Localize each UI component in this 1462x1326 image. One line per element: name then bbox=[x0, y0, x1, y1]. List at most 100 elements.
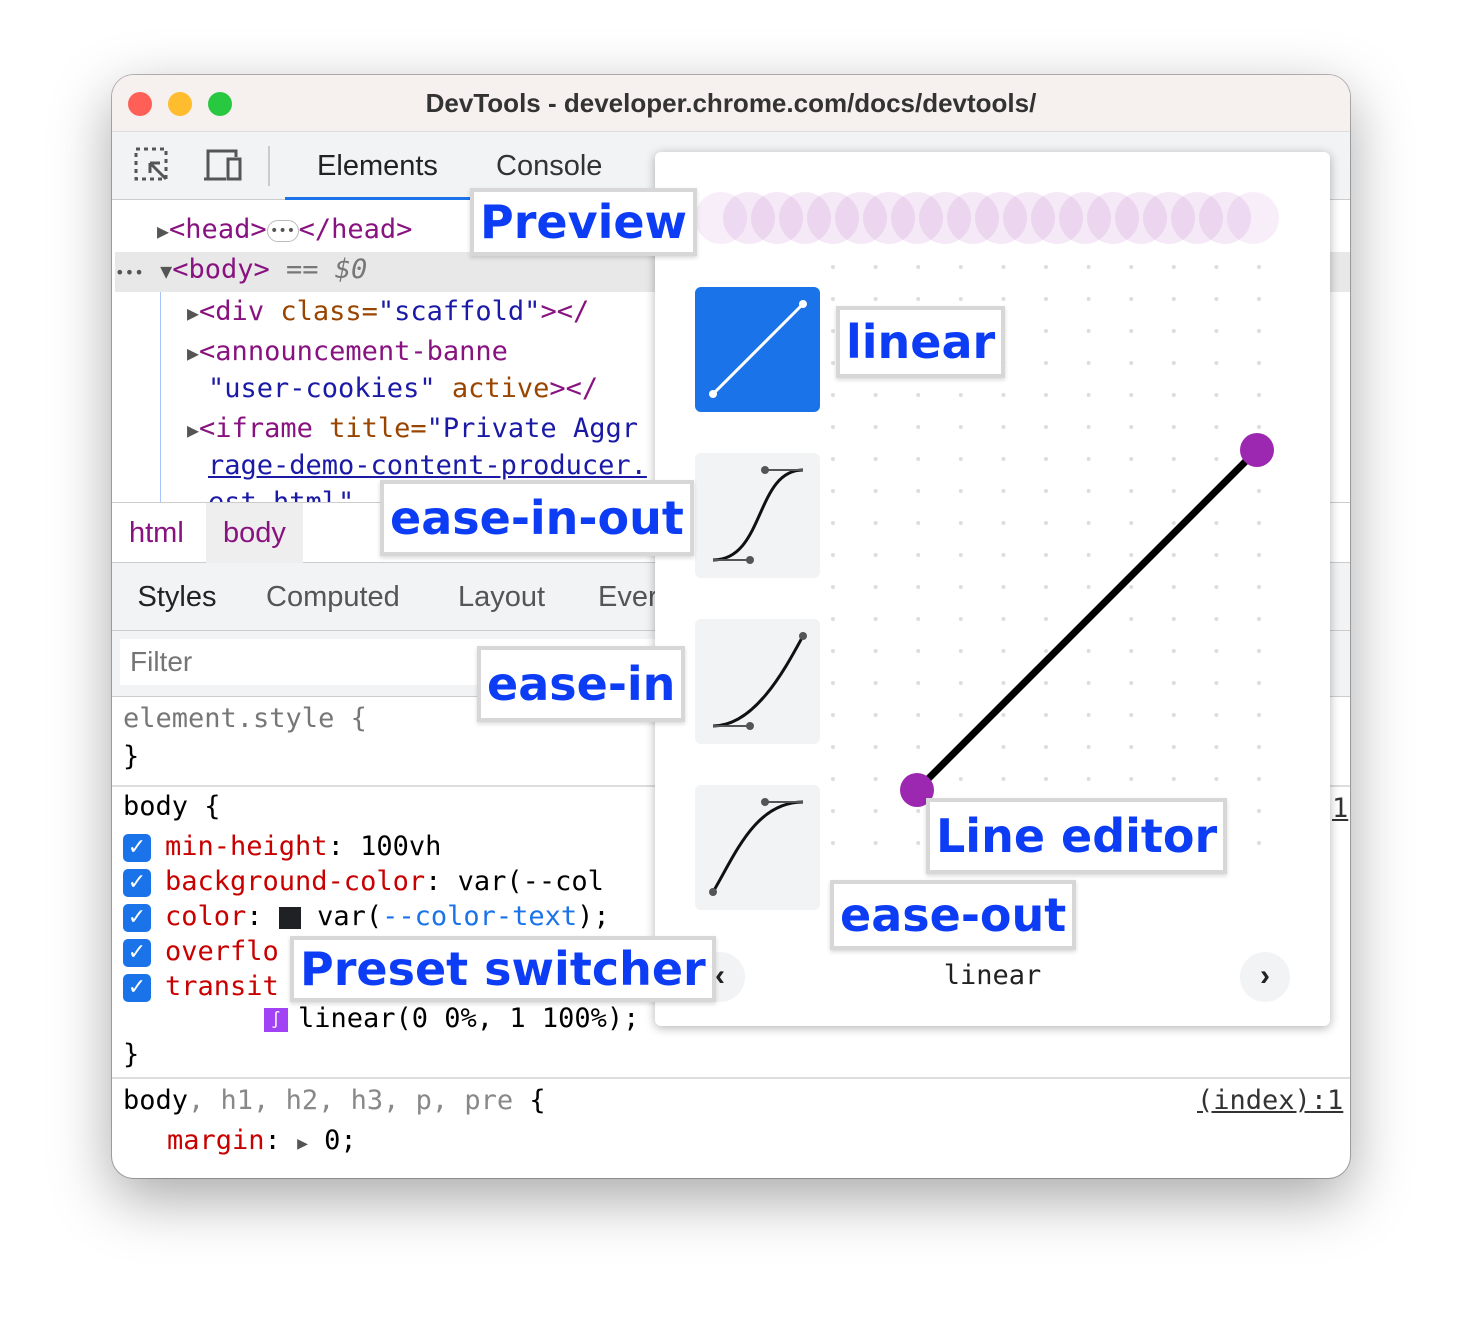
close-button[interactable] bbox=[128, 92, 152, 116]
grid-dot bbox=[831, 329, 835, 333]
grid-dot bbox=[1001, 745, 1006, 749]
preview-dot bbox=[1227, 192, 1279, 244]
grid-dot bbox=[1044, 617, 1048, 621]
breadcrumb-body[interactable]: body bbox=[206, 503, 303, 563]
grid-dot bbox=[958, 425, 963, 429]
control-point[interactable] bbox=[900, 773, 934, 807]
grid-dot bbox=[831, 265, 835, 269]
title-bar: DevTools - developer.chrome.com/docs/dev… bbox=[112, 75, 1350, 132]
grid-dot bbox=[1086, 457, 1091, 461]
grid-dot bbox=[831, 841, 835, 845]
color-swatch[interactable] bbox=[278, 906, 301, 929]
grid-dot bbox=[1214, 713, 1219, 717]
prop-color[interactable]: ✓color: var(--color-text); bbox=[123, 901, 610, 932]
grid-dot bbox=[1171, 777, 1176, 781]
grid-dot bbox=[1044, 585, 1048, 589]
prop-background-color[interactable]: ✓background-color: var(--col bbox=[123, 866, 604, 897]
grid-dot bbox=[958, 649, 963, 653]
grid-dot bbox=[1129, 617, 1134, 621]
tree-node-head[interactable]: ▶<head>•••</head> bbox=[157, 214, 413, 245]
preset-ease-out[interactable] bbox=[695, 785, 820, 910]
tree-node-announcement[interactable]: ▶<announcement-banne bbox=[187, 336, 508, 367]
grid-dot bbox=[916, 745, 921, 749]
checkbox[interactable]: ✓ bbox=[123, 833, 151, 862]
preset-linear[interactable] bbox=[695, 287, 820, 412]
prop-min-height[interactable]: ✓min-height: 100vh bbox=[123, 831, 441, 862]
line-editor[interactable] bbox=[825, 262, 1305, 902]
grid-dot bbox=[958, 777, 963, 781]
ease-out-curve-icon bbox=[709, 798, 804, 896]
tab-elements[interactable]: Elements bbox=[285, 132, 470, 200]
preset-ease-in[interactable] bbox=[695, 619, 820, 744]
grid-dot bbox=[831, 809, 835, 813]
grid-dot bbox=[873, 425, 878, 429]
checkbox[interactable]: ✓ bbox=[123, 903, 151, 932]
grid-dot bbox=[1214, 457, 1219, 461]
grid-dot bbox=[1257, 617, 1261, 621]
grid-dot bbox=[1257, 553, 1261, 557]
tab-computed[interactable]: Computed bbox=[266, 581, 400, 613]
checkbox[interactable]: ✓ bbox=[123, 973, 151, 1002]
device-toolbar-icon[interactable] bbox=[202, 147, 244, 183]
tab-styles[interactable]: Styles bbox=[112, 563, 242, 634]
grid-dot bbox=[1001, 777, 1006, 781]
preview-dot bbox=[863, 192, 915, 244]
preview-dot bbox=[751, 192, 803, 244]
checkbox[interactable]: ✓ bbox=[123, 938, 151, 967]
rule2-selector: body, h1, h2, h3, p, pre { bbox=[123, 1085, 546, 1116]
grid-dot bbox=[831, 457, 835, 461]
grid-dot bbox=[1129, 297, 1134, 301]
grid-dot bbox=[873, 745, 878, 749]
prop-overflow[interactable]: ✓overflo bbox=[123, 936, 279, 967]
tab-console[interactable]: Console bbox=[496, 150, 603, 182]
ellipsis-icon[interactable]: ••• bbox=[266, 219, 299, 242]
iframe-src-link[interactable]: rage-demo-content-producer. bbox=[208, 450, 647, 481]
preset-ease-in-out[interactable] bbox=[695, 453, 820, 578]
grid-dot bbox=[958, 617, 963, 621]
grid-dot bbox=[1086, 297, 1091, 301]
breadcrumb-html[interactable]: html bbox=[129, 517, 184, 549]
indent-guide bbox=[160, 292, 161, 502]
control-point[interactable] bbox=[1240, 433, 1274, 467]
grid-dot bbox=[1214, 361, 1219, 365]
grid-dot bbox=[1129, 713, 1134, 717]
grid-dot bbox=[1129, 489, 1134, 493]
source-link-body[interactable]: 1 bbox=[1332, 793, 1349, 824]
inspect-element-icon[interactable] bbox=[134, 147, 170, 183]
minimize-button[interactable] bbox=[168, 92, 192, 116]
grid-dot bbox=[1257, 681, 1261, 685]
checkbox[interactable]: ✓ bbox=[123, 868, 151, 897]
grid-dot bbox=[958, 393, 963, 397]
grid-dot bbox=[1257, 745, 1261, 749]
grid-dot bbox=[1129, 425, 1134, 429]
grid-dot bbox=[1214, 745, 1219, 749]
next-preset-button[interactable]: › bbox=[1240, 952, 1290, 1002]
grid-dot bbox=[1086, 489, 1091, 493]
tab-event-listeners[interactable]: Ever bbox=[598, 581, 658, 613]
tree-node-iframe[interactable]: ▶<iframe title="Private Aggr bbox=[187, 413, 638, 444]
grid-dot bbox=[1129, 393, 1134, 397]
grid-dot bbox=[831, 489, 835, 493]
preview-dot bbox=[891, 192, 943, 244]
preview-dot bbox=[1031, 192, 1083, 244]
preview-dot bbox=[807, 192, 859, 244]
source-link[interactable]: (index):1 bbox=[1197, 1085, 1344, 1116]
grid-dot bbox=[1086, 681, 1091, 685]
prop-margin[interactable]: margin: ▶ 0; bbox=[167, 1125, 357, 1156]
grid-dot bbox=[1214, 585, 1219, 589]
grid-dot bbox=[1044, 713, 1048, 717]
grid-dot bbox=[1001, 265, 1006, 269]
rule-close: } bbox=[123, 741, 140, 772]
prop-transition[interactable]: ✓transit bbox=[123, 971, 279, 1002]
grid-dot bbox=[1171, 393, 1176, 397]
grid-dot bbox=[1214, 393, 1219, 397]
tab-layout[interactable]: Layout bbox=[458, 581, 546, 613]
iframe-src-link-2[interactable]: est.html" bbox=[208, 487, 354, 502]
maximize-button[interactable] bbox=[208, 92, 232, 116]
grid-dot bbox=[1044, 457, 1048, 461]
more-icon[interactable]: ••• bbox=[115, 263, 144, 282]
grid-dot bbox=[1129, 649, 1134, 653]
ease-in-curve-icon bbox=[712, 632, 807, 730]
tree-node-div[interactable]: ▶<div class="scaffold"></ bbox=[187, 296, 590, 327]
easing-editor-icon[interactable]: ∫ bbox=[264, 1007, 288, 1032]
